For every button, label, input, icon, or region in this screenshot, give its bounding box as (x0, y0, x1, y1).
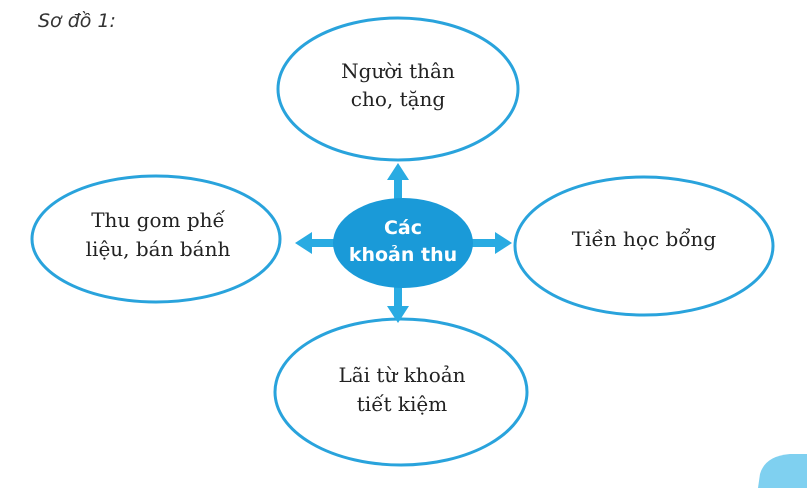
arrow-up (387, 163, 409, 205)
node-right-line1: Tiền học bổng (572, 227, 717, 251)
node-bottom-line1: Lãi từ khoản (338, 363, 465, 387)
node-right: Tiền học bổng (513, 175, 775, 317)
node-center-line1: Các (384, 217, 422, 239)
node-right-ellipse (513, 175, 775, 317)
node-left: Thu gom phế liệu, bán bánh (30, 174, 282, 304)
arrow-right (468, 232, 512, 254)
node-top-line1: Người thân (341, 59, 455, 83)
arrow-down (387, 282, 409, 323)
node-left-line2: liệu, bán bánh (86, 237, 231, 261)
node-left-ellipse (30, 174, 282, 304)
node-top: Người thân cho, tặng (276, 16, 520, 162)
arrow-left (295, 232, 338, 254)
node-left-line1: Thu gom phế (91, 208, 225, 232)
diagram-caption: Sơ đồ 1: (38, 10, 116, 32)
corner-decoration (758, 454, 807, 488)
node-center: Các khoản thu (333, 198, 473, 288)
node-top-line2: cho, tặng (351, 87, 446, 111)
node-center-ellipse (333, 198, 473, 288)
node-bottom: Lãi từ khoản tiết kiệm (273, 317, 529, 467)
node-bottom-line2: tiết kiệm (357, 392, 447, 416)
arrows (295, 163, 512, 323)
node-center-line2: khoản thu (349, 244, 457, 266)
node-bottom-ellipse (273, 317, 529, 467)
node-top-ellipse (276, 16, 520, 162)
